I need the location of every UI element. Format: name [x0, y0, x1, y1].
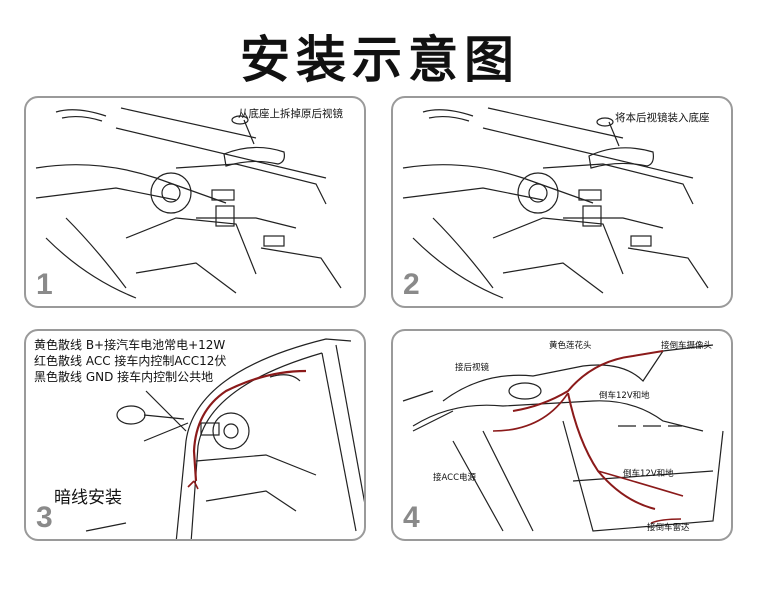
wiring-notes: 黄色散线 B+接汽车电池常电+12W 红色散线 ACC 接车内控制ACC12伏 … [34, 337, 226, 385]
wiring-note-black: 黑色散线 GND 接车内控制公共地 [34, 370, 214, 384]
callout-reverse-radar: 接倒车雷达 [647, 523, 690, 533]
car-interior-illustration [35, 107, 342, 299]
step-2-panel: 将本后视镜装入底座 2 [391, 96, 733, 308]
step-1-panel: 从底座上拆掉原后视镜 1 [24, 96, 366, 308]
step-2-caption: 将本后视镜装入底座 [615, 112, 710, 124]
wiring-note-red: 红色散线 ACC 接车内控制ACC12伏 [34, 354, 227, 368]
installation-method: 暗线安装 [54, 488, 122, 508]
callout-mirror: 接后视镜 [455, 363, 490, 373]
page-title: 安装示意图 [240, 31, 520, 89]
step-4-number: 4 [403, 501, 420, 534]
step-2-number: 2 [403, 268, 420, 301]
callout-rear-camera: 接倒车摄像头 [661, 341, 713, 351]
step-1-caption: 从底座上拆掉原后视镜 [238, 108, 343, 120]
step-3-panel: 黄色散线 B+接汽车电池常电+12W 红色散线 ACC 接车内控制ACC12伏 … [24, 329, 366, 541]
callout-reverse-12v-lower: 倒车12V和地 [623, 469, 674, 479]
car-door-wiring-illustration [85, 338, 364, 539]
car-interior-illustration [402, 107, 709, 299]
callout-reverse-12v-upper: 倒车12V和地 [599, 391, 650, 401]
step-3-number: 3 [36, 501, 53, 534]
callout-yellow-rca: 黄色莲花头 [549, 341, 592, 351]
callout-acc-power: 接ACC电源 [433, 473, 477, 483]
step-1-number: 1 [36, 268, 53, 301]
car-rear-wiring-illustration [402, 344, 724, 532]
step-4-panel: 黄色莲花头 接倒车摄像头 接后视镜 倒车12V和地 倒车12V和地 接ACC电源… [391, 329, 733, 541]
wiring-note-yellow: 黄色散线 B+接汽车电池常电+12W [34, 338, 226, 352]
